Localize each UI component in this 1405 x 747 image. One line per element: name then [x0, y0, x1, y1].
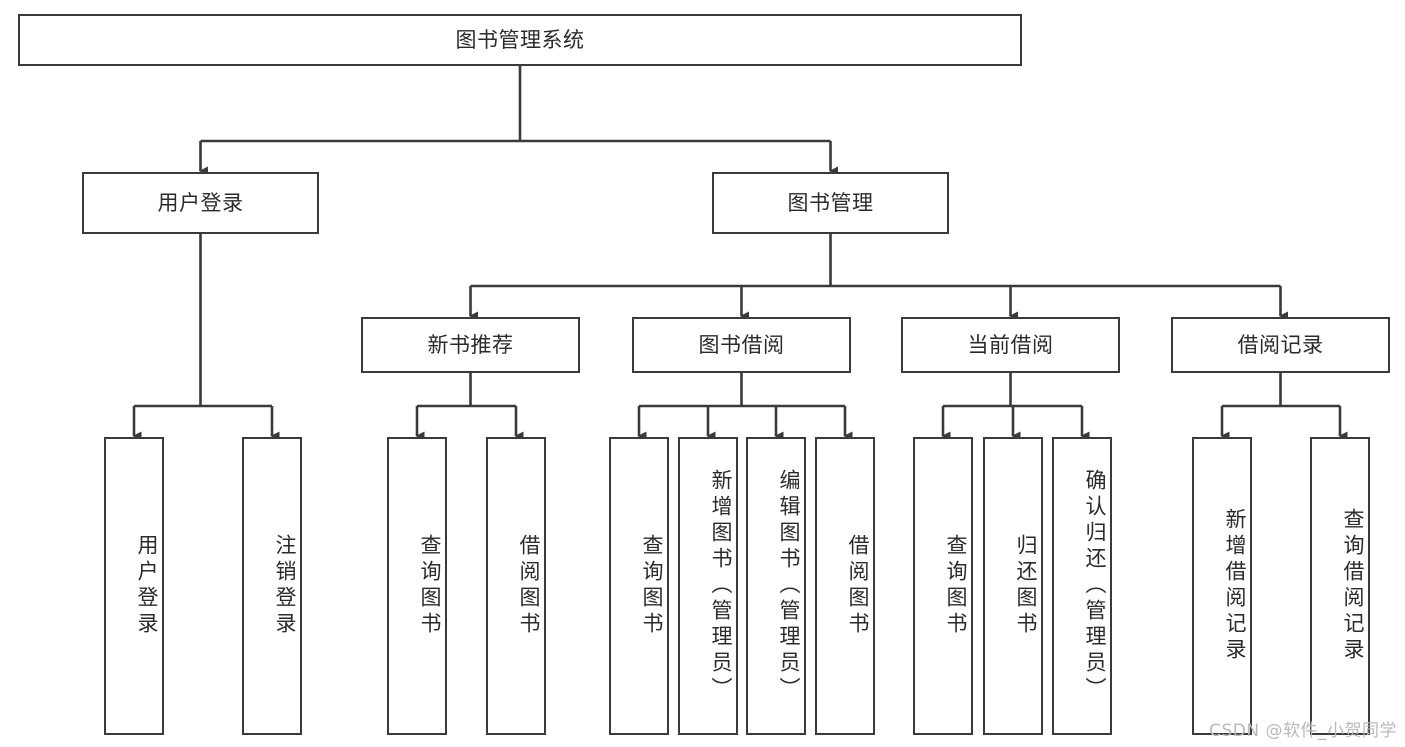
node-user-login[interactable]: 用户登录 — [82, 172, 319, 234]
leaf-user-logout-label: 注销登录 — [273, 534, 297, 638]
node-book-borrow[interactable]: 图书借阅 — [632, 317, 851, 373]
node-current-borrow-label: 当前借阅 — [967, 332, 1054, 357]
node-root[interactable]: 图书管理系统 — [18, 14, 1022, 66]
leaf-cur-confirm-label: 确认归还（管理员） — [1083, 469, 1107, 703]
leaf-user-login[interactable]: 用户登录 — [104, 437, 164, 735]
leaf-rec-add-label: 新增借阅记录 — [1223, 508, 1247, 664]
leaf-cur-return[interactable]: 归还图书 — [983, 437, 1043, 735]
node-current-borrow[interactable]: 当前借阅 — [901, 317, 1120, 373]
leaf-rec-borrow[interactable]: 借阅图书 — [486, 437, 546, 735]
leaf-rec-search-label: 查询借阅记录 — [1341, 508, 1365, 664]
leaf-user-login-label: 用户登录 — [135, 534, 159, 638]
watermark: CSDN @软件_小贺同学 — [1209, 721, 1397, 741]
node-book-manage[interactable]: 图书管理 — [712, 172, 949, 234]
node-borrow-record[interactable]: 借阅记录 — [1171, 317, 1390, 373]
node-new-book-rec-label: 新书推荐 — [427, 332, 514, 357]
leaf-user-logout[interactable]: 注销登录 — [242, 437, 302, 735]
leaf-borrow-query[interactable]: 查询图书 — [609, 437, 669, 735]
leaf-rec-query-label: 查询图书 — [418, 534, 442, 638]
leaf-borrow-edit-label: 编辑图书（管理员） — [777, 469, 801, 703]
leaf-borrow-take-label: 借阅图书 — [846, 534, 870, 638]
leaf-cur-query-label: 查询图书 — [944, 534, 968, 638]
leaf-cur-query[interactable]: 查询图书 — [913, 437, 973, 735]
leaf-borrow-add[interactable]: 新增图书（管理员） — [678, 437, 738, 735]
leaf-borrow-edit[interactable]: 编辑图书（管理员） — [746, 437, 806, 735]
leaf-cur-return-label: 归还图书 — [1014, 534, 1038, 638]
node-new-book-rec[interactable]: 新书推荐 — [361, 317, 580, 373]
leaf-rec-add[interactable]: 新增借阅记录 — [1192, 437, 1252, 735]
node-user-login-label: 用户登录 — [157, 190, 244, 215]
node-book-manage-label: 图书管理 — [787, 190, 874, 215]
node-borrow-record-label: 借阅记录 — [1237, 332, 1324, 357]
leaf-rec-borrow-label: 借阅图书 — [517, 534, 541, 638]
leaf-borrow-query-label: 查询图书 — [640, 534, 664, 638]
leaf-borrow-add-label: 新增图书（管理员） — [709, 469, 733, 703]
leaf-rec-query[interactable]: 查询图书 — [387, 437, 447, 735]
node-book-borrow-label: 图书借阅 — [698, 332, 785, 357]
leaf-borrow-take[interactable]: 借阅图书 — [815, 437, 875, 735]
leaf-cur-confirm[interactable]: 确认归还（管理员） — [1052, 437, 1112, 735]
leaf-rec-search[interactable]: 查询借阅记录 — [1310, 437, 1370, 735]
node-root-label: 图书管理系统 — [455, 27, 585, 52]
